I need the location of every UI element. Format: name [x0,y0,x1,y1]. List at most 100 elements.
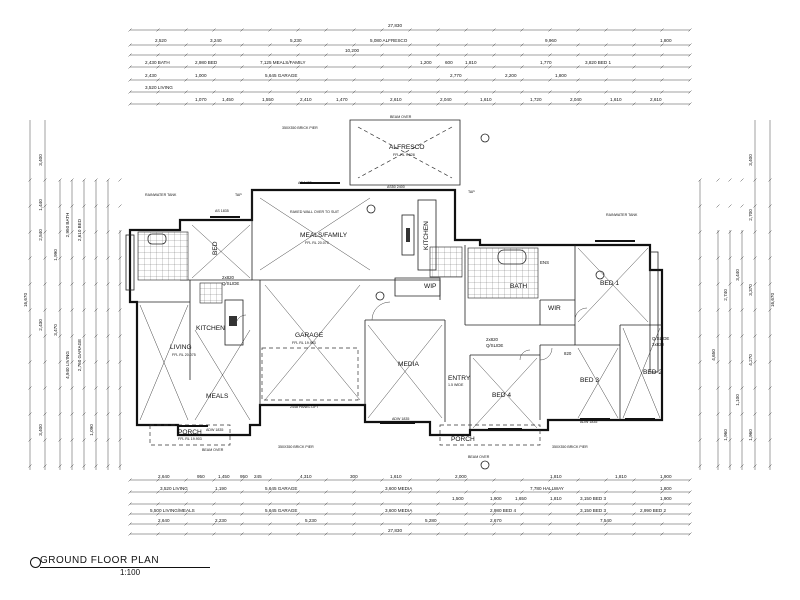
dimension-tick [380,512,384,516]
dim-top-4-1: 1,070 [195,97,207,102]
dimension-tick [436,532,440,536]
dimension-tick [28,464,32,468]
label-meals-left: MEALS [206,393,229,400]
dimension-tick [82,282,86,286]
dimension-tick [58,386,62,390]
dimension-tick [296,90,300,94]
dimension-tick [688,490,692,494]
dim-top-2-2: 7,125 MEALS/FAMILY [260,60,306,65]
dimension-tick [94,178,98,182]
dimension-tick [464,478,468,482]
dim-top-4-5: 1,470 [336,97,348,102]
label-entry: ENTRY [448,375,471,382]
dimension-tick [94,464,98,468]
dimension-tick [324,502,328,506]
dimension-tick [660,65,664,69]
dimension-tick [128,43,132,47]
dimension-tick [576,28,580,32]
dimension-tick [184,102,188,106]
dimension-tick [70,178,74,182]
dimension-tick [740,412,744,416]
label-garage-rl: FFL RL 19.903 [292,341,316,345]
dim-top-1-5: 1,800 [660,38,672,43]
dimension-tick [58,282,62,286]
dimension-tick [768,282,772,286]
dimension-tick [118,282,122,286]
dim-right-overall: 16,670 [770,293,775,307]
dimension-tick [698,412,702,416]
dimension-tick [128,502,132,506]
bottom-dimension-strings: 2,640 950 1,450 950 245 4,310 300 1,610 … [128,474,692,536]
dimension-tick [768,386,772,390]
dim-top-4-6: 2,610 [390,97,402,102]
dimension-tick [408,53,412,57]
dim-top-1-3: 5,080 ALFRESCO [370,38,408,43]
dim-top-4-7: 2,040 [440,97,452,102]
dimension-tick [118,438,122,442]
dimension-tick [184,65,188,69]
section-marker-bottom [480,460,490,470]
dimension-tick [436,53,440,57]
dimension-tick [184,502,188,506]
label-kitchen-main: KITCHEN [423,221,430,250]
dimension-tick [716,204,720,208]
dimension-tick [352,43,356,47]
dimension-tick [604,28,608,32]
dimension-tick [660,28,664,32]
dimension-tick [70,256,74,260]
dim-right-a-2: 3,370 [748,284,753,296]
dimension-tick [740,308,744,312]
dimension-tick [548,502,552,506]
dimension-tick [753,464,757,468]
drawing-scale: 1:100 [120,568,141,577]
dimension-tick [82,178,86,182]
dimension-tick [156,522,160,526]
dim-bot-1-4: 245 [254,474,262,479]
dimension-tick [492,102,496,106]
dim-top-3-1: 1,000 [195,73,207,78]
dimension-tick [768,412,772,416]
note-as-1: AS 1835 [215,209,229,213]
dimension-tick [548,78,552,82]
dimension-tick [118,360,122,364]
dim-right-b-4: 1,960 [723,429,728,441]
dimension-tick [688,102,692,106]
dimension-tick [632,490,636,494]
dimension-tick [464,43,468,47]
dimension-tick [106,438,110,442]
dimension-tick [604,490,608,494]
dimension-tick [688,478,692,482]
dimension-tick [156,65,160,69]
dimension-tick [380,90,384,94]
dimension-tick [632,502,636,506]
dimension-tick [106,178,110,182]
dimension-tick [268,512,272,516]
dimension-tick [740,360,744,364]
dimension-tick [753,178,757,182]
dimension-tick [184,43,188,47]
dimension-tick [728,256,732,260]
dimension-tick [698,282,702,286]
dimension-tick [464,78,468,82]
dimension-tick [240,490,244,494]
dim-bot-4-1: 5,645 GARAGE [265,508,297,513]
dimension-tick [548,90,552,94]
label-bed3: BED 3 [580,377,599,384]
dimension-tick [352,478,356,482]
dim-top-4-3: 1,550 [262,97,274,102]
dimension-tick [184,90,188,94]
dimension-tick [716,386,720,390]
dimension-tick [106,386,110,390]
dimension-tick [716,438,720,442]
dimension-tick [70,464,74,468]
dim-left-overall: 16,670 [23,293,28,307]
dimension-tick [753,360,757,364]
dimension-tick [632,532,636,536]
dimension-tick [82,256,86,260]
dim-top-2-4: 600 [445,60,453,65]
dimension-tick [464,532,468,536]
dim-top-4-9: 1,720 [530,97,542,102]
dimension-tick [464,102,468,106]
dimension-tick [380,65,384,69]
dimension-tick [768,464,772,468]
